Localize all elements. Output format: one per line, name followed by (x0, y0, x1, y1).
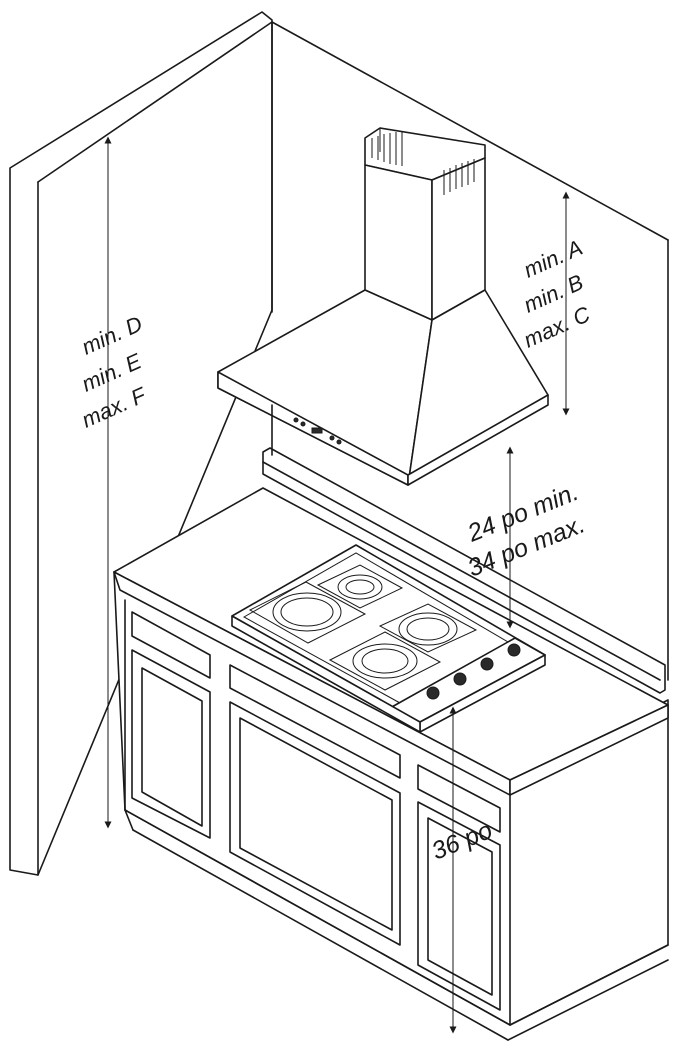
range-hood (217, 127, 549, 486)
dimension-arrows (104, 136, 570, 1034)
side-wall (9, 11, 273, 876)
back-wall (271, 21, 669, 681)
chimney-vent-slots (371, 131, 475, 195)
backsplash (262, 447, 666, 694)
control-knobs (426, 643, 521, 700)
hood-controls (293, 417, 342, 445)
